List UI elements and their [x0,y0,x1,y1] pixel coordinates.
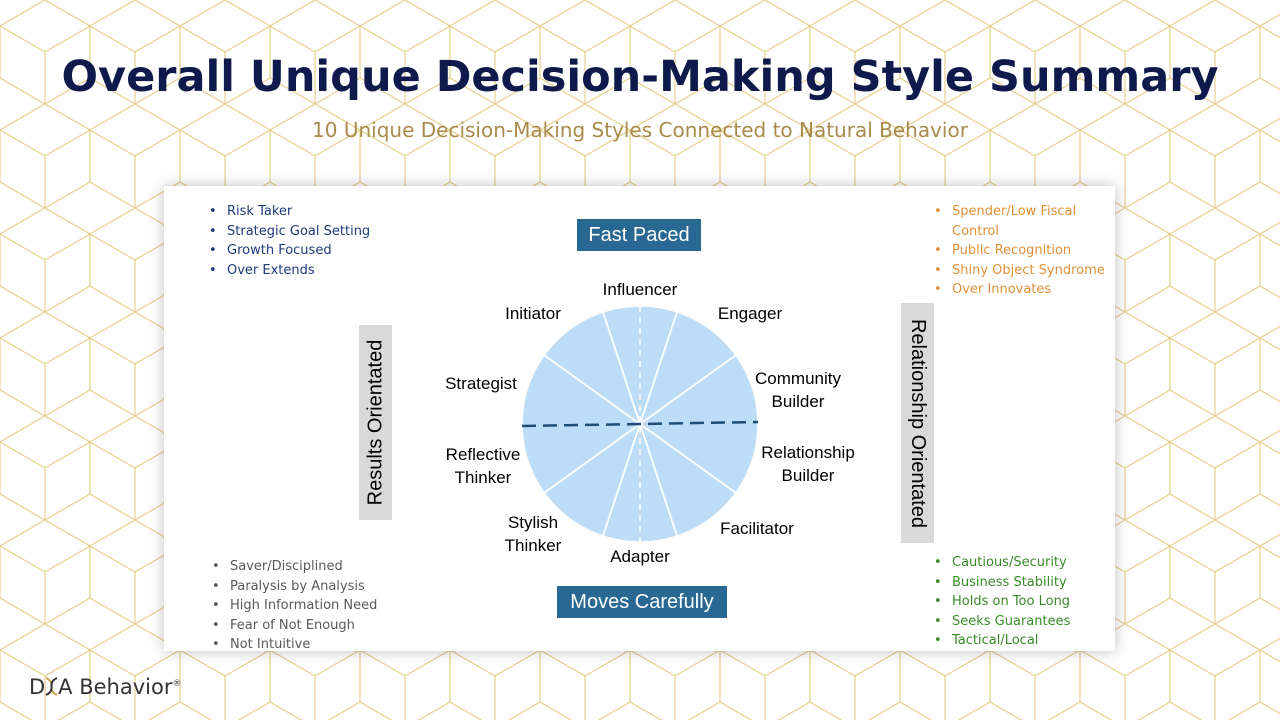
label-line: Builder [781,466,835,485]
relationship-orientated-label: Relationship Orientated [901,303,934,543]
label-facilitator: Facilitator [720,519,794,538]
registered-mark: ® [172,679,182,689]
list-item: Spender/Low Fiscal Control [934,202,1114,241]
list-item: High Information Need [212,596,412,616]
list-item: Public Recognition [934,241,1114,261]
list-item: Seeks Guarantees [934,612,1114,632]
label-relationship-builder: Relationship Builder [753,441,863,487]
list-item: Not Intuitive [212,635,412,655]
fast-paced-label: Fast Paced [577,219,701,251]
list-item: Over Innovates [934,280,1114,300]
label-line: Reflective [445,445,521,464]
label-initiator: Initiator [505,304,561,323]
label-line: Relationship [761,443,855,462]
results-orientated-label: Results Orientated [359,325,392,520]
list-bottom-left: Saver/Disciplined Paralysis by Analysis … [212,557,412,655]
moves-carefully-label: Moves Carefully [557,586,727,618]
list-item: Holds on Too Long [934,592,1114,612]
horizontal-dashed-axis [521,420,759,428]
list-top-left: Risk Taker Strategic Goal Setting Growth… [209,202,409,280]
label-adapter: Adapter [610,547,670,566]
list-item: Growth Focused [209,241,409,261]
label-influencer: Influencer [602,280,678,299]
list-item: Fear of Not Enough [212,616,412,636]
label-line: Builder [771,392,825,411]
page-subtitle: 10 Unique Decision-Making Styles Connect… [312,118,968,142]
label-line: Thinker [504,536,562,555]
logo-text-b: A Behavior [58,675,173,699]
list-item: Risk Taker [209,202,409,222]
list-item: Saver/Disciplined [212,557,412,577]
dna-behavior-logo: D A Behavior® [29,675,181,699]
label-engager: Engager [717,304,783,323]
label-line: Community [755,369,841,388]
list-item: Business Stability [934,573,1114,593]
dna-helix-icon [45,677,58,696]
label-community-builder: Community Builder [748,367,848,413]
list-item: Tactical/Local [934,631,1114,651]
list-item: Paralysis by Analysis [212,577,412,597]
list-item: Shiny Object Syndrome [934,261,1114,281]
logo-text-a: D [29,675,46,699]
label-stylish-thinker: Stylish Thinker [496,511,570,557]
page-title: Overall Unique Decision-Making Style Sum… [61,52,1219,102]
label-reflective-thinker: Reflective Thinker [437,443,529,489]
list-bottom-right: Cautious/Security Business Stability Hol… [934,553,1114,651]
wheel-dividers [543,311,737,537]
label-line: Stylish [507,513,559,532]
list-item: Over Extends [209,261,409,281]
list-top-right: Spender/Low Fiscal Control Public Recogn… [934,202,1114,300]
label-line: Thinker [454,468,512,487]
list-item: Strategic Goal Setting [209,222,409,242]
label-strategist: Strategist [445,374,517,393]
list-item: Cautious/Security [934,553,1114,573]
